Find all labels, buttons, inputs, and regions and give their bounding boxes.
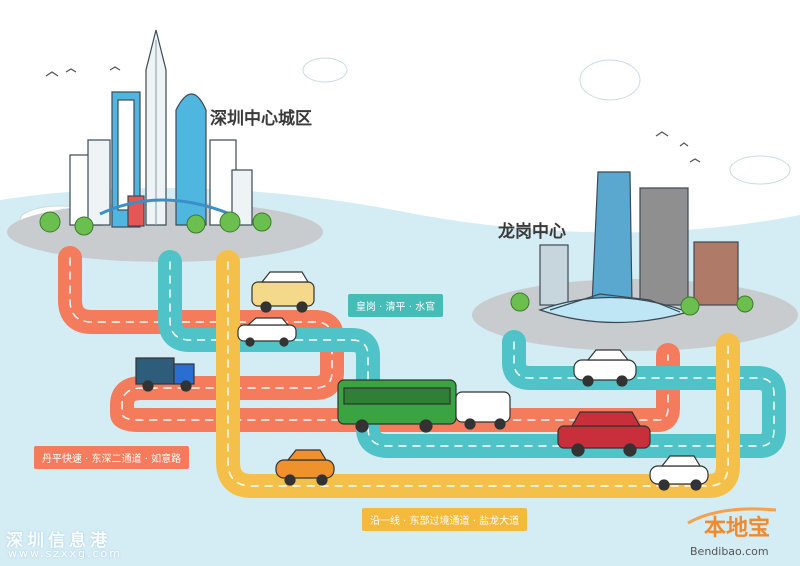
longgang-center-label: 龙岗中心	[498, 222, 566, 242]
yellow-car-icon	[251, 271, 315, 313]
bendibao-domain: Bendibao.com	[690, 545, 769, 558]
white-car-icon	[237, 317, 297, 347]
central-district-label: 深圳中心城区	[210, 109, 312, 129]
white-van-icon	[455, 391, 511, 430]
watermark-url: www.szxxg.com	[8, 547, 122, 560]
watermark-text: 深圳信息港	[6, 531, 111, 551]
orange-car-icon	[275, 449, 335, 486]
yellow-route-label: 沿一线 · 东部过境通道 · 盐龙大道	[362, 508, 528, 531]
white-car-icon	[649, 455, 709, 491]
teal-route-label: 皇岗 · 清平 · 水官	[348, 294, 444, 317]
bendibao-logo: 本地宝	[704, 516, 771, 541]
central-skyline	[69, 29, 253, 228]
tree-icon	[510, 292, 754, 316]
longgang-skyline	[538, 171, 739, 324]
white-car-icon	[573, 349, 637, 387]
green-bus-icon	[337, 379, 457, 433]
red-car-icon	[557, 411, 651, 457]
yellow-road	[216, 250, 740, 498]
bird-icon	[45, 66, 701, 163]
logo-swoosh	[687, 507, 777, 525]
orange-route-label: 丹平快速 · 东深二通道 · 如意路	[34, 446, 190, 469]
tree-icon	[39, 211, 272, 236]
blue-truck-icon	[135, 357, 195, 392]
